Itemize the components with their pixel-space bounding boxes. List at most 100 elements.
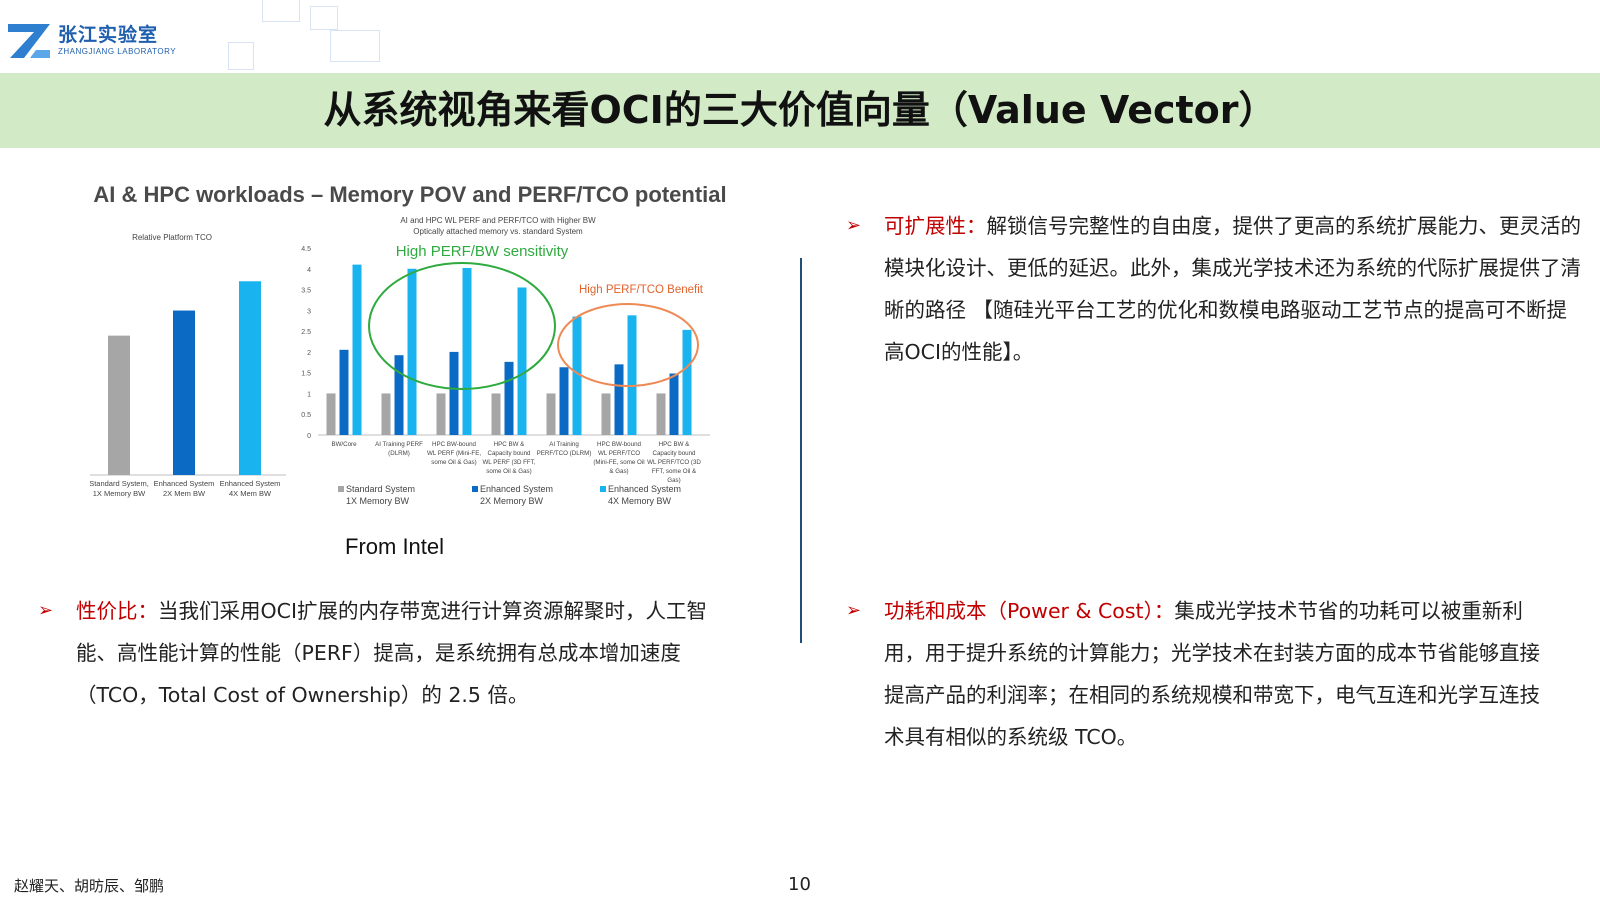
chart2-bar (517, 287, 527, 435)
chart2-ytick-label: 4 (307, 267, 311, 274)
chart2-ytick-label: 3.5 (301, 288, 311, 295)
chart1-category-label: 4X Mem BW (229, 489, 272, 498)
slide-title: 从系统视角来看OCI的三大价值向量（Value Vector） (323, 88, 1277, 132)
chart2-bar (436, 393, 446, 435)
chart2-category-label: some Oil & Gas) (431, 459, 476, 466)
lab-name-en: ZHANGJIANG LABORATORY (58, 47, 177, 56)
chart2-category-label: Gas) (667, 477, 680, 484)
bullet-arrow-icon: ➢ (38, 600, 54, 621)
bullet-heading: 可扩展性： (884, 214, 987, 238)
bullet-text: 集成光学技术节省的功耗可以被重新利用，用于提升系统的计算能力；光学技术在封装方面… (884, 599, 1540, 749)
lab-logo-mark-icon (8, 24, 50, 58)
intel-figure: AI & HPC workloads – Memory POV and PERF… (90, 178, 730, 558)
chart2-ytick-label: 4.5 (301, 246, 311, 253)
chart1-category-label: Standard System, (90, 479, 149, 488)
chart2-category-label: AI Training PERF (375, 441, 423, 448)
chart2-bar (352, 264, 362, 435)
chart2-title: AI and HPC WL PERF and PERF/TCO with Hig… (400, 216, 596, 225)
chart2-category-label: & Gas) (609, 468, 628, 475)
lab-logo: 张江实验室 ZHANGJIANG LABORATORY (6, 18, 206, 64)
chart2-bar (572, 316, 582, 435)
chart2-bar (407, 268, 417, 435)
chart1-category-label: 1X Memory BW (93, 489, 146, 498)
bullet-heading: 功耗和成本（Power & Cost）： (884, 599, 1175, 623)
page-number: 10 (788, 874, 811, 895)
chart2-legend-swatch (600, 486, 606, 492)
annotation-green-label: High PERF/BW sensitivity (396, 243, 569, 260)
chart2-category-label: WL PERF (Mini-FE, (427, 450, 481, 457)
title-band: 从系统视角来看OCI的三大价值向量（Value Vector） (0, 73, 1600, 148)
chart2-bar (614, 364, 624, 435)
chart2-bar (462, 267, 472, 435)
chart2-ytick-label: 2 (307, 350, 311, 357)
bullet-heading: 性价比： (76, 599, 158, 623)
chart2-category-label: HPC BW & (659, 441, 690, 448)
bullet-power-cost: ➢ 功耗和成本（Power & Cost）：集成光学技术节省的功耗可以被重新利用… (846, 590, 1546, 758)
column-divider (800, 258, 802, 643)
chart2-bar (682, 329, 692, 435)
chart2-bar (656, 393, 666, 435)
chart2-ytick-label: 3 (307, 308, 311, 315)
chart2-legend-sublabel: 2X Memory BW (480, 496, 544, 506)
bullet-text: 当我们采用OCI扩展的内存带宽进行计算资源解聚时，人工智能、高性能计算的性能（P… (76, 599, 707, 707)
chart2-legend-swatch (472, 486, 478, 492)
chart2-category-label: WL PERF/TCO (598, 450, 640, 457)
bullet-arrow-icon: ➢ (846, 215, 862, 236)
chart1-title: Relative Platform TCO (132, 233, 212, 242)
chart2-category-label: HPC BW & (494, 441, 525, 448)
chart2-category-label: (DLRM) (388, 450, 410, 457)
chart1-bar (108, 335, 130, 475)
chart2-category-label: Capacity bound (488, 450, 532, 457)
chart1-category-label: Enhanced System (154, 479, 215, 488)
figure-main-title: AI & HPC workloads – Memory POV and PERF… (93, 182, 727, 207)
decor-square (228, 42, 254, 70)
footer-authors: 赵耀天、胡昉辰、邹鹏 (14, 877, 165, 895)
chart2-category-label: AI Training (549, 441, 579, 448)
chart2-bar (504, 361, 514, 435)
chart2-category-label: PERF/TCO (DLRM) (537, 450, 592, 457)
chart2-ytick-label: 1.5 (301, 371, 311, 378)
bullet-arrow-icon: ➢ (846, 600, 862, 621)
chart2-legend-label: Standard System (346, 484, 415, 494)
lab-name-cn: 张江实验室 (58, 24, 159, 46)
chart2-bar (669, 373, 679, 435)
chart2-bar (394, 355, 404, 435)
chart2-category-label: Capacity bound (653, 450, 697, 457)
chart2-bar (546, 393, 556, 435)
decor-square (310, 6, 338, 30)
chart1-category-label: Enhanced System (220, 479, 281, 488)
chart1-category-label: 2X Mem BW (163, 489, 206, 498)
chart2-category-label: WL PERF/TCO (3D (647, 459, 701, 466)
chart2-legend-label: Enhanced System (608, 484, 681, 494)
annotation-orange-ellipse (557, 303, 699, 387)
annotation-green-ellipse (368, 262, 556, 390)
chart2-bar (491, 393, 501, 435)
chart2-title: Optically attached memory vs. standard S… (413, 227, 583, 236)
chart2-ytick-label: 2.5 (301, 329, 311, 336)
chart2-category-label: (Mini-FE, some Oil (593, 459, 644, 466)
chart2-legend-sublabel: 1X Memory BW (346, 496, 410, 506)
chart2-category-label: some Oil & Gas) (486, 468, 531, 475)
chart2-bar (601, 393, 611, 435)
chart2-ytick-label: 0.5 (301, 412, 311, 419)
chart2-category-label: HPC BW-bound (597, 441, 641, 448)
chart2-legend-label: Enhanced System (480, 484, 553, 494)
chart2-legend-swatch (338, 486, 344, 492)
bullet-scalability: ➢ 可扩展性：解锁信号完整性的自由度，提供了更高的系统扩展能力、更灵活的模块化设… (846, 205, 1586, 373)
chart2-ytick-label: 1 (307, 391, 311, 398)
decor-square (330, 30, 380, 62)
chart2-bar (339, 349, 349, 435)
chart2-bar (627, 315, 637, 435)
chart2-category-label: WL PERF (3D FFT, (482, 459, 535, 466)
chart1-bar (173, 310, 195, 475)
chart2-bar (559, 367, 569, 435)
annotation-orange-label: High PERF/TCO Benefit (579, 284, 704, 296)
bullet-text: 解锁信号完整性的自由度，提供了更高的系统扩展能力、更灵活的模块化设计、更低的延迟… (884, 214, 1581, 364)
chart2-ytick-label: 0 (307, 433, 311, 440)
chart2-category-label: HPC BW-bound (432, 441, 476, 448)
chart2-bar (381, 393, 391, 435)
chart2-category-label: FFT, some Oil & (652, 468, 697, 475)
decor-square (262, 0, 300, 22)
chart1-bar (239, 281, 261, 475)
figure-caption: From Intel (345, 534, 445, 559)
